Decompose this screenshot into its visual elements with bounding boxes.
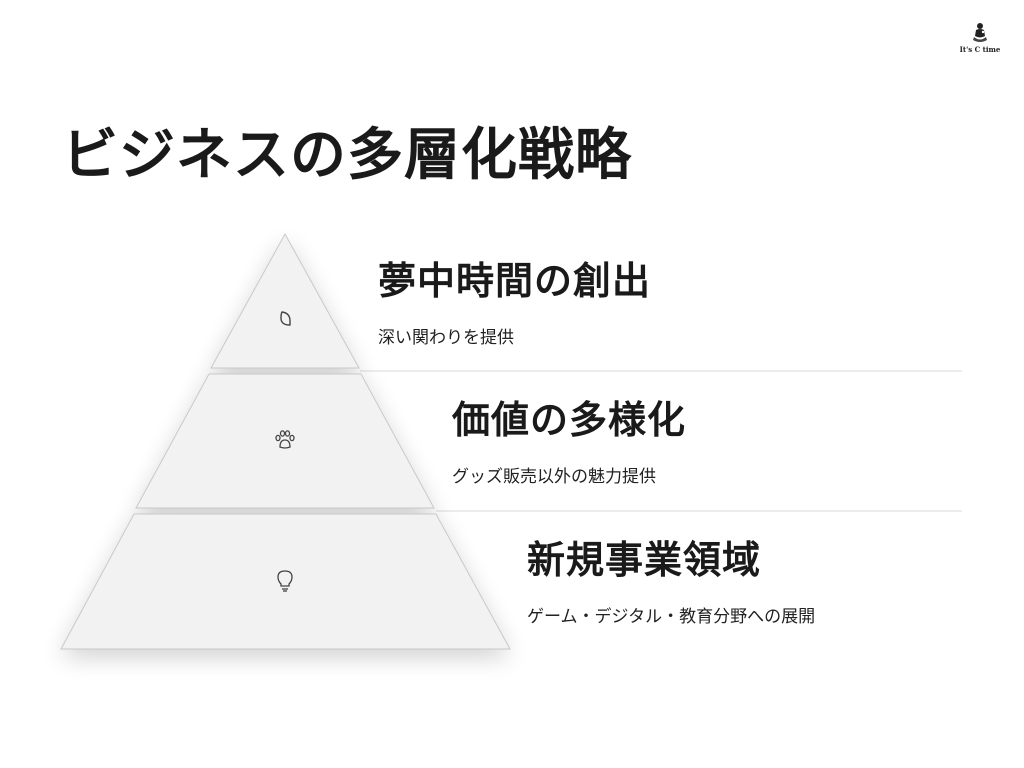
leaf-icon xyxy=(280,311,291,326)
tier-1-subtitle: 深い関わりを提供 xyxy=(378,328,514,348)
pyramid-tier-1 xyxy=(210,232,360,369)
pyramid-tier-2 xyxy=(135,373,435,509)
lightbulb-icon xyxy=(277,570,293,592)
tier-2-heading: 価値の多様化 xyxy=(452,398,687,442)
brand-logo: It's C time xyxy=(952,22,1008,62)
figure-logo-icon xyxy=(973,23,987,42)
tier-3-heading: 新規事業領域 xyxy=(527,538,762,582)
page-title: ビジネスの多層化戦略 xyxy=(62,123,632,188)
pyramid-tier-3 xyxy=(60,513,511,650)
tier-3-text: 新規事業領域 ゲーム・デジタル・教育分野への展開 xyxy=(527,541,815,626)
paw-icon xyxy=(275,430,295,449)
tier-1-text: 夢中時間の創出 深い関わりを提供 xyxy=(378,262,651,347)
tier-2-subtitle: グッズ販売以外の魅力提供 xyxy=(452,467,656,487)
tier-3-subtitle: ゲーム・デジタル・教育分野への展開 xyxy=(527,607,816,627)
tier-2-text: 価値の多様化 グッズ販売以外の魅力提供 xyxy=(452,401,686,486)
tier-1-heading: 夢中時間の創出 xyxy=(378,259,652,303)
logo-text: It's C time xyxy=(959,45,1001,54)
